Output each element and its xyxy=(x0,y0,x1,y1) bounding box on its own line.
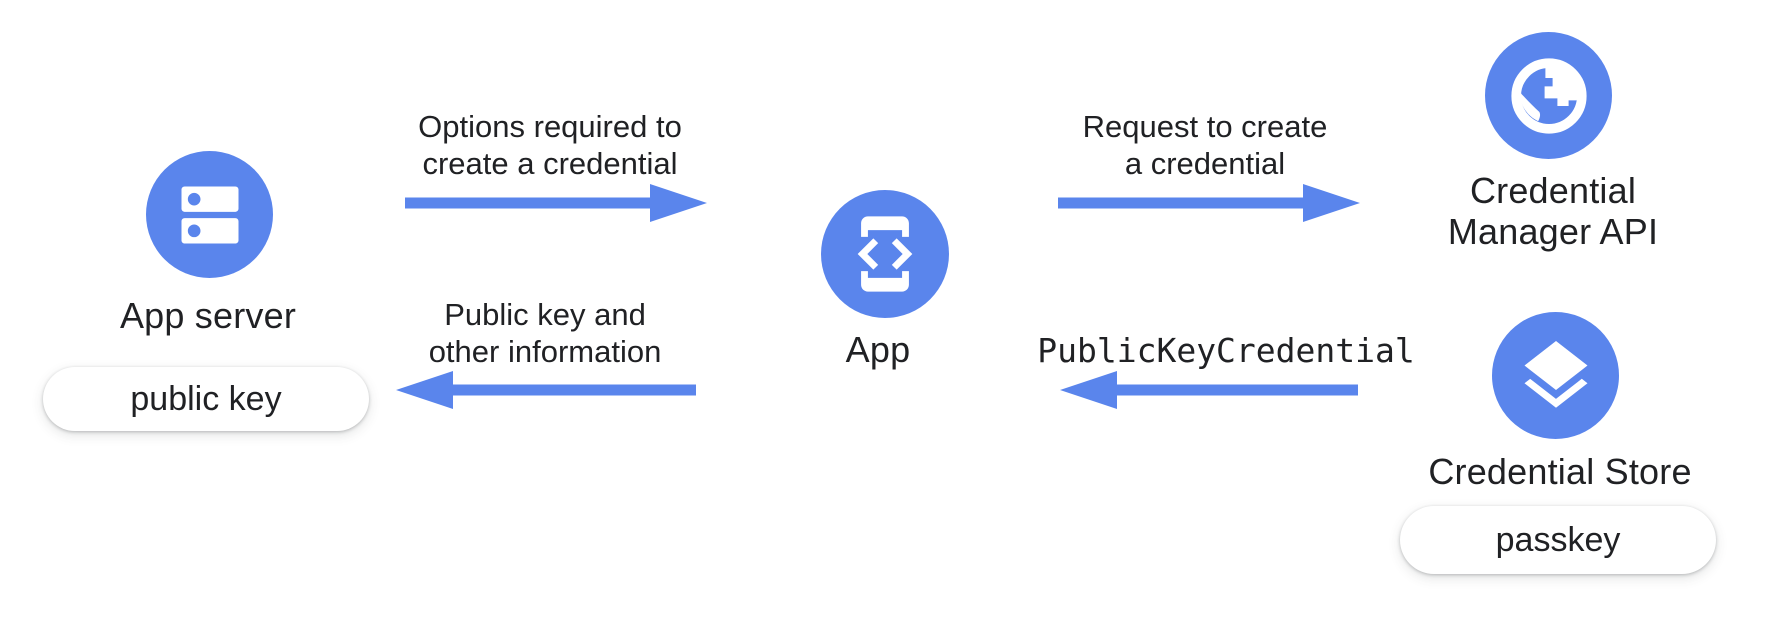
arrow-publickeycredential-label: PublicKeyCredential xyxy=(1037,331,1415,370)
globe-icon xyxy=(1510,57,1587,134)
credential-store-label: Credential Store xyxy=(1428,451,1692,492)
credential-manager-label: Credential Manager API xyxy=(1447,170,1659,252)
arrow-public-key-info-label: Public key and other information xyxy=(428,297,662,369)
credential-manager-badge xyxy=(1485,32,1612,159)
app-label: App xyxy=(845,329,911,370)
app-badge xyxy=(821,190,949,318)
passkey-pill-label: passkey xyxy=(1495,520,1621,559)
arrow-publickeycredential-left xyxy=(1060,371,1358,409)
app-server-badge xyxy=(146,151,273,278)
arrow-options-right xyxy=(405,184,707,222)
app-server-label: App server xyxy=(119,295,297,336)
arrow-public-key-info-left xyxy=(396,371,696,409)
arrow-request-label: Request to create a credential xyxy=(1082,109,1328,181)
arrow-options-label: Options required to create a credential xyxy=(418,109,682,181)
phone-code-icon xyxy=(857,216,913,292)
public-key-pill: public key xyxy=(43,367,369,431)
public-key-pill-label: public key xyxy=(130,379,282,418)
credential-store-badge xyxy=(1492,312,1619,439)
passkey-pill: passkey xyxy=(1400,506,1716,574)
server-icon xyxy=(181,186,238,243)
layers-icon xyxy=(1524,340,1587,408)
arrow-request-right xyxy=(1058,184,1360,222)
